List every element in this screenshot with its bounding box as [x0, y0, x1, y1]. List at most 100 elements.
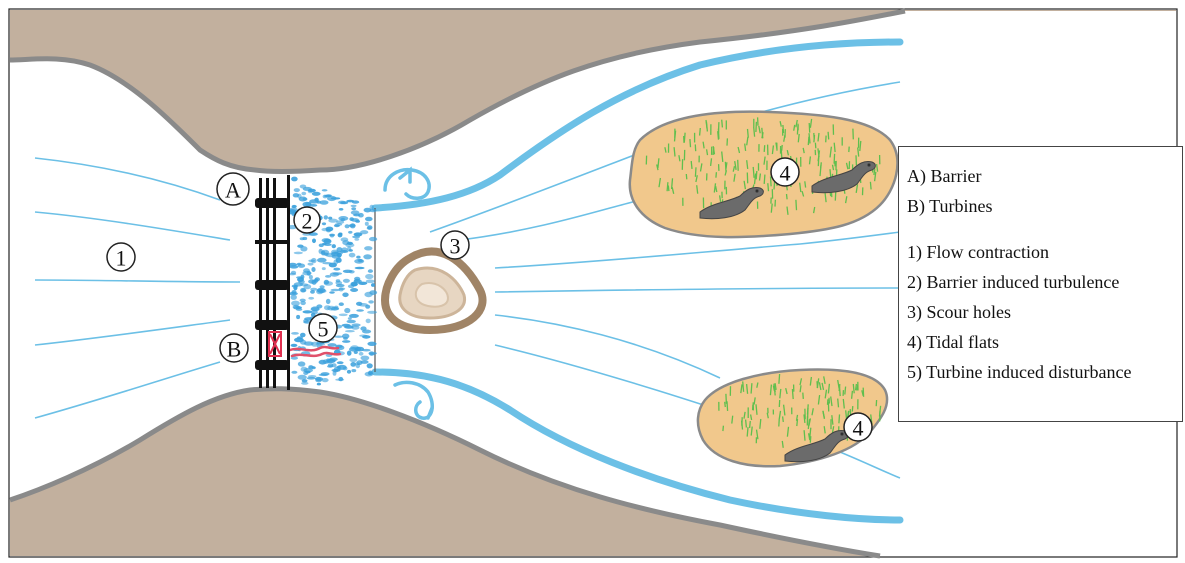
marker-B: B — [220, 334, 248, 362]
grass-blade — [764, 145, 765, 152]
turbulence-dot — [349, 224, 356, 227]
turbulence-dot — [361, 356, 370, 361]
turbulence-dot — [368, 269, 373, 273]
grass-blade — [760, 174, 761, 181]
turbulence-dot — [349, 253, 356, 258]
turbulence-dot — [332, 363, 337, 367]
turbulence-dot — [347, 320, 356, 323]
turbulence-dot — [342, 334, 349, 339]
turbulence-dot — [324, 215, 328, 219]
turbulence-dot — [311, 267, 315, 272]
grass-blade — [804, 414, 805, 423]
grass-blade — [779, 374, 780, 384]
svg-text:B: B — [227, 337, 242, 362]
turbulence-dot — [304, 341, 314, 345]
turbulence-dot — [367, 342, 376, 346]
turbulence-dot — [349, 249, 353, 252]
turbulence-dot — [297, 194, 301, 199]
grass-blade — [834, 143, 835, 152]
turbulence-dot — [334, 259, 339, 264]
grass-blade — [783, 416, 784, 422]
turbulence-dot — [362, 330, 371, 334]
turbulence-dot — [300, 246, 307, 251]
grass-blade — [796, 200, 797, 210]
marker-4-upper: 4 — [771, 158, 799, 186]
grass-blade — [695, 167, 696, 177]
turbulence-dot — [355, 267, 365, 270]
turbulence-dot — [347, 370, 351, 374]
turbulence-dot — [369, 351, 374, 355]
grass-blade — [691, 161, 692, 169]
turbulence-dot — [365, 217, 373, 222]
turbulence-dot — [302, 237, 307, 240]
turbulence-dot — [360, 230, 368, 234]
grass-blade — [723, 426, 724, 431]
turbulence-dot — [294, 252, 303, 255]
legend-item-barrier: A) Barrier — [907, 161, 1182, 191]
legend-item-turbulence: 2) Barrier induced turbulence — [907, 267, 1182, 297]
turbulence-dot — [322, 189, 328, 191]
turbulence-dot — [326, 299, 331, 304]
turbulence-dot — [351, 369, 356, 372]
turbulence-dot — [366, 319, 371, 324]
turbulence-dot — [326, 227, 334, 232]
turbulence-dot — [291, 332, 299, 335]
turbulence-dot — [291, 371, 297, 374]
turbulence-dot — [356, 256, 360, 259]
turbulence-dot — [302, 379, 308, 382]
grass-blade — [787, 194, 788, 199]
turbulence-dot — [298, 375, 307, 380]
turbulence-dot — [300, 283, 309, 286]
turbulence-dot — [342, 340, 350, 343]
turbulence-dot — [312, 239, 316, 244]
turbulence-dot — [343, 279, 350, 283]
grass-blade — [814, 135, 815, 142]
svg-text:5: 5 — [318, 317, 329, 342]
tidal-flat-upper — [630, 112, 898, 237]
turbulence-dot — [331, 197, 341, 199]
grass-blade — [792, 389, 793, 399]
turbulence-dot — [369, 237, 377, 241]
turbulence-dot — [333, 268, 340, 271]
turbulence-dot — [298, 264, 305, 268]
turbulence-dot — [302, 271, 311, 276]
turbulence-dot — [292, 290, 297, 294]
turbulence-dot — [335, 379, 344, 381]
turbulence-dot — [291, 271, 296, 275]
grass-blade — [707, 149, 708, 155]
turbulence-dot — [339, 288, 344, 292]
turbulence-dot — [311, 307, 320, 311]
svg-text:4: 4 — [853, 416, 864, 441]
grass-blade — [750, 421, 751, 428]
turbulence-dot — [351, 205, 357, 207]
turbulence-dot — [328, 219, 338, 223]
grass-blade — [809, 123, 810, 133]
turbulence-dot — [362, 335, 370, 339]
turbulence-dot — [300, 288, 306, 293]
turbulence-dot — [365, 274, 373, 279]
grass-blade — [803, 393, 804, 399]
marker-2: 2 — [294, 207, 320, 234]
grass-blade — [700, 128, 701, 136]
turbulence-dot — [301, 367, 308, 372]
turbulence-dot — [293, 285, 297, 290]
grass-blade — [870, 182, 871, 190]
turbulence-dot — [354, 238, 359, 241]
turbulence-dot — [300, 275, 304, 280]
turbulence-dot — [296, 315, 300, 319]
marker-A: A — [217, 173, 249, 205]
turbulence-dot — [319, 374, 329, 376]
turbulence-dot — [348, 285, 354, 289]
turbulence-dot — [333, 371, 337, 376]
turbulence-dot — [370, 209, 377, 213]
grass-blade — [668, 186, 669, 192]
turbulence-dot — [316, 377, 322, 381]
turbulence-dot — [354, 279, 362, 283]
turbulence-dot — [322, 243, 327, 245]
grass-blade — [810, 156, 811, 164]
turbulence-dot — [294, 188, 300, 192]
turbulence-dot — [348, 231, 352, 234]
grass-blade — [782, 145, 783, 151]
turbulence-dot — [308, 189, 316, 193]
grass-blade — [798, 134, 799, 142]
